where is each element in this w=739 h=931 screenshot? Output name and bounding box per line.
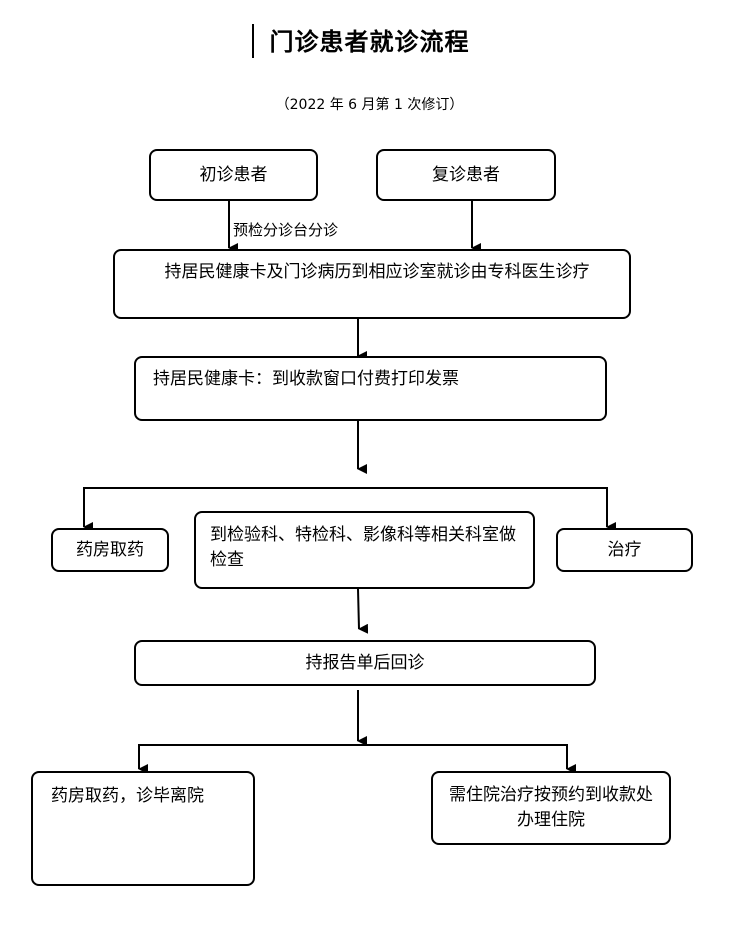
page-title: 门诊患者就诊流程: [269, 27, 470, 56]
admit-box: 需住院治疗按预约到收款处办理住院: [431, 771, 671, 845]
treatment-label: 治疗: [607, 540, 642, 560]
branch-line-admit: [358, 744, 576, 774]
first-visit-label: 初诊患者: [199, 165, 268, 185]
consult-box: 持居民健康卡及门诊病历到相应诊室就诊由专科医生诊疗: [113, 249, 631, 319]
return-visit-box: 复诊患者: [376, 149, 556, 201]
admit-label: 需住院治疗按预约到收款处办理住院: [449, 785, 653, 830]
arrow-exam-to-report: [357, 588, 369, 634]
report-box: 持报告单后回诊: [134, 640, 596, 686]
return-visit-label: 复诊患者: [432, 165, 500, 185]
revision-note: （2022 年 6 月第 1 次修订）: [275, 97, 464, 113]
branch-line-leave: [138, 744, 358, 774]
leave-label: 药房取药，诊毕离院: [51, 786, 204, 806]
branch-line-treatment: [358, 487, 616, 532]
payment-label: 持居民健康卡：到收款窗口付费打印发票: [153, 369, 459, 389]
first-visit-box: 初诊患者: [149, 149, 318, 201]
triage-label: 预检分诊台分诊: [233, 220, 339, 240]
exam-label: 到检验科、特检科、影像科等相关科室做检查: [210, 525, 516, 570]
exam-box: 到检验科、特检科、影像科等相关科室做检查: [194, 511, 535, 589]
payment-box: 持居民健康卡：到收款窗口付费打印发票: [134, 356, 607, 421]
pharmacy-label: 药房取药: [76, 540, 144, 560]
pharmacy-box: 药房取药: [51, 528, 169, 572]
treatment-box: 治疗: [556, 528, 693, 572]
report-label: 持报告单后回诊: [305, 653, 425, 673]
branch-line-pharmacy: [83, 487, 358, 532]
consult-label: 持居民健康卡及门诊病历到相应诊室就诊由专科医生诊疗: [164, 262, 590, 282]
leave-box: 药房取药，诊毕离院: [31, 771, 255, 886]
text-cursor: [252, 24, 254, 58]
